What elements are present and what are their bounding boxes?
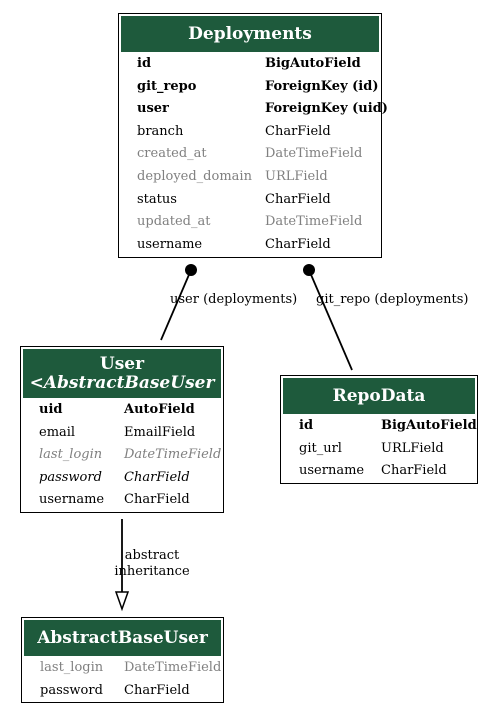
field-row-password: password CharField bbox=[21, 467, 223, 490]
field-name: git_url bbox=[299, 440, 342, 456]
field-row-git-url: git_url URLField bbox=[281, 438, 477, 461]
field-row-username: username CharField bbox=[281, 460, 477, 483]
field-name: created_at bbox=[137, 146, 207, 162]
field-type: CharField bbox=[124, 469, 190, 485]
field-name: git_repo bbox=[137, 78, 197, 94]
model-repodata-header: RepoData bbox=[283, 378, 475, 414]
inheritance-arrowhead bbox=[114, 591, 130, 612]
user-deployments-dot bbox=[185, 264, 197, 276]
model-user: User <AbstractBaseUser uid AutoField email… bbox=[20, 346, 224, 513]
field-row-id: id BigAutoField bbox=[119, 53, 381, 76]
field-type: DateTimeField bbox=[124, 660, 222, 675]
field-name: branch bbox=[137, 123, 184, 139]
field-row-updated-at: updated_at DateTimeField bbox=[119, 211, 381, 234]
inheritance-label-line2: inheritance bbox=[114, 564, 190, 579]
field-row-uid: uid AutoField bbox=[21, 399, 223, 422]
field-row-created-at: created_at DateTimeField bbox=[119, 143, 381, 166]
field-row-git-repo: git_repo ForeignKey (id) bbox=[119, 76, 381, 99]
gitrepo-deployments-dot bbox=[303, 264, 315, 276]
model-deployments-fields: id BigAutoField git_repo ForeignKey (id) use… bbox=[119, 52, 388, 257]
field-type: CharField bbox=[124, 492, 190, 508]
model-repodata-fields: id BigAutoField git_url URLField username Cha… bbox=[281, 414, 477, 483]
model-deployments-header: Deployments bbox=[121, 16, 379, 52]
field-row-password: password CharField bbox=[22, 680, 223, 703]
field-type: CharField bbox=[265, 191, 331, 207]
field-type: BigAutoField bbox=[265, 56, 361, 71]
field-row-username: username CharField bbox=[119, 234, 381, 257]
field-row-last-login: last_login DateTimeField bbox=[22, 657, 223, 680]
field-type: AutoField bbox=[124, 402, 195, 417]
field-type: URLField bbox=[265, 168, 328, 184]
field-row-deployed-domain: deployed_domain URLField bbox=[119, 166, 381, 189]
user-deployments-label: user (deployments) bbox=[170, 292, 298, 307]
field-type: URLField bbox=[381, 440, 444, 456]
gitrepo-deployments-edge bbox=[308, 269, 353, 371]
model-user-header: User <AbstractBaseUser bbox=[23, 349, 221, 398]
field-name: username bbox=[39, 492, 105, 508]
model-abstractbaseuser: AbstractBaseUser last_login DateTimeField… bbox=[21, 617, 224, 703]
model-user-title: User bbox=[99, 354, 145, 374]
model-user-fields: uid AutoField email EmailField last_login Dat… bbox=[21, 398, 223, 512]
field-type: DateTimeField bbox=[265, 214, 363, 230]
field-row-email: email EmailField bbox=[21, 422, 223, 445]
gitrepo-deployments-label: git_repo (deployments) bbox=[316, 292, 469, 307]
field-type: DateTimeField bbox=[124, 447, 222, 463]
field-type: ForeignKey (uid) bbox=[265, 101, 388, 117]
field-name: id bbox=[137, 56, 152, 71]
field-name: password bbox=[40, 682, 103, 698]
field-name: user bbox=[137, 101, 169, 117]
field-row-user: user ForeignKey (uid) bbox=[119, 98, 388, 121]
field-row-branch: branch CharField bbox=[119, 121, 381, 144]
field-type: DateTimeField bbox=[265, 146, 363, 162]
field-type: BigAutoField bbox=[381, 418, 477, 433]
model-abstractbaseuser-header: AbstractBaseUser bbox=[24, 620, 221, 656]
field-type: CharField bbox=[124, 682, 190, 698]
field-name: id bbox=[299, 418, 314, 433]
field-name: email bbox=[39, 424, 76, 440]
field-name: username bbox=[137, 236, 203, 252]
field-name: deployed_domain bbox=[137, 168, 252, 184]
model-repodata: RepoData id BigAutoField git_url URLField us… bbox=[280, 375, 478, 484]
field-type: ForeignKey (id) bbox=[265, 78, 379, 94]
inheritance-label: abstract inheritance bbox=[110, 548, 194, 580]
field-name: status bbox=[137, 191, 177, 207]
field-type: EmailField bbox=[124, 424, 196, 440]
model-user-subtitle: <AbstractBaseUser bbox=[29, 373, 215, 393]
field-name: updated_at bbox=[137, 214, 211, 230]
model-abstractbaseuser-fields: last_login DateTimeField password CharField bbox=[22, 656, 223, 702]
field-type: CharField bbox=[265, 236, 331, 252]
field-name: last_login bbox=[39, 447, 103, 463]
field-row-username: username CharField bbox=[21, 489, 223, 512]
inheritance-label-line1: abstract bbox=[124, 548, 180, 563]
field-row-id: id BigAutoField bbox=[281, 415, 477, 438]
field-name: password bbox=[39, 469, 102, 485]
field-type: CharField bbox=[265, 123, 331, 139]
field-name: last_login bbox=[40, 660, 104, 675]
field-name: username bbox=[299, 463, 365, 479]
field-name: uid bbox=[39, 402, 63, 417]
field-row-last-login: last_login DateTimeField bbox=[21, 444, 223, 467]
user-deployments-edge bbox=[160, 269, 192, 341]
field-row-status: status CharField bbox=[119, 189, 381, 212]
field-type: CharField bbox=[381, 463, 447, 479]
